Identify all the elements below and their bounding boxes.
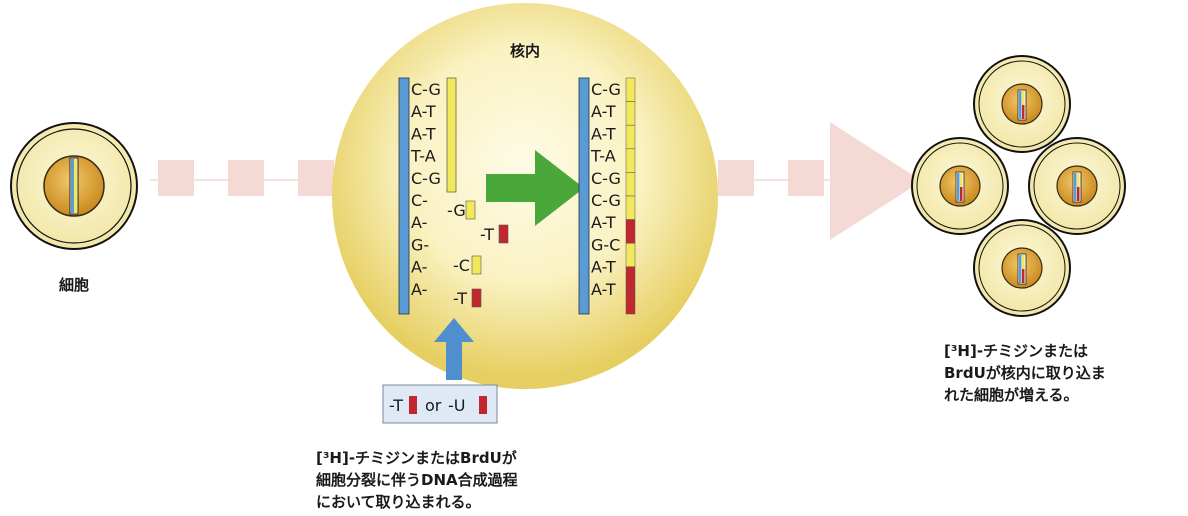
new-strand-segment xyxy=(625,124,636,150)
daughter-cells xyxy=(911,55,1126,317)
base-pair-label: T-A xyxy=(410,147,436,166)
base-pair-label: A- xyxy=(411,258,427,277)
base-pair-label: A-T xyxy=(591,124,616,143)
new-strand-segment xyxy=(625,77,636,102)
base-pair-label: C-G xyxy=(411,169,441,188)
progress-arrow xyxy=(150,122,940,240)
new-strand-segment xyxy=(625,290,636,315)
base-pair-label: G- xyxy=(411,235,429,254)
base-pair-label: T-A xyxy=(590,147,616,166)
new-strand-segment xyxy=(625,266,636,291)
tag-t-marker xyxy=(409,396,417,414)
nucleotide-marker xyxy=(498,224,509,244)
bottom-note-line-2: 細胞分裂に伴うDNA合成過程 xyxy=(316,471,518,489)
base-pair-label: C- xyxy=(411,191,428,210)
right-note: [³H]-チミジンまたは BrdUが核内に取り込ま れた細胞が増える。 xyxy=(944,342,1111,404)
dna-strand-replicated: C-G A-T A-T T-A C-G C-G A-T G-C A-T A-T xyxy=(578,77,636,315)
base-pair-label: C-G xyxy=(411,80,441,99)
new-strand-segment xyxy=(625,242,636,268)
base-pair-label: G-C xyxy=(591,235,620,254)
right-note-line-1: [³H]-チミジンまたは xyxy=(944,342,1088,360)
base-pair-label: A-T xyxy=(411,124,436,143)
daughter-cell xyxy=(973,55,1071,153)
nucleotide-marker xyxy=(471,288,482,308)
template-strand xyxy=(578,77,590,315)
base-pair-label: C-G xyxy=(591,80,621,99)
new-strand xyxy=(446,77,457,193)
free-nucleotide-label: -C xyxy=(453,256,470,275)
daughter-cell xyxy=(911,137,1009,235)
right-note-line-2: BrdUが核内に取り込ま xyxy=(944,364,1106,382)
nucleus-label: 核内 xyxy=(510,42,540,60)
nucleotide-marker xyxy=(465,200,476,220)
base-pair-label: A-T xyxy=(591,258,616,277)
dna-strand-replicating: C-G A-T A-T T-A C-G C- A- G- A- A- xyxy=(398,77,457,315)
base-pair-label: A-T xyxy=(591,213,616,232)
bottom-note-line-1: [³H]-チミジンまたはBrdUが xyxy=(316,449,518,467)
cell-label: 細胞 xyxy=(59,276,89,294)
source-cell xyxy=(10,122,138,250)
replication-arrow xyxy=(486,150,584,226)
bottom-note-line-3: において取り込まれる。 xyxy=(316,493,481,511)
new-strand-segment xyxy=(625,172,636,197)
tag-u-marker xyxy=(479,396,487,414)
free-nucleotide-label: -G xyxy=(447,201,466,220)
nucleotide-marker xyxy=(471,255,482,275)
base-pair-label: A-T xyxy=(591,102,616,121)
new-strand-segment xyxy=(625,219,636,244)
nucleotide-tag: -T or -U xyxy=(382,384,498,424)
base-pair-label: A-T xyxy=(411,102,436,121)
base-pair-label: C-G xyxy=(591,169,621,188)
bottom-note: [³H]-チミジンまたはBrdUが 細胞分裂に伴うDNA合成過程 において取り込… xyxy=(316,449,523,511)
base-pair-label: A- xyxy=(411,280,427,299)
free-nucleotide-label: -T xyxy=(453,289,467,308)
new-strand-segment xyxy=(625,195,636,220)
new-strand-segment xyxy=(625,148,636,173)
free-nucleotides: -G -T -C -T xyxy=(447,200,509,308)
uptake-arrow xyxy=(434,318,474,380)
daughter-cell xyxy=(973,219,1071,317)
base-pair-label: C-G xyxy=(591,191,621,210)
tag-or-label: or xyxy=(425,396,442,415)
free-nucleotide-label: -T xyxy=(480,225,494,244)
base-pair-label: A-T xyxy=(591,280,616,299)
base-pair-label: A- xyxy=(411,213,427,232)
new-strand-segment xyxy=(625,101,636,126)
tag-t-label: -T xyxy=(389,396,403,415)
right-note-line-3: れた細胞が増える。 xyxy=(944,386,1079,404)
daughter-cell xyxy=(1028,137,1126,235)
template-strand xyxy=(398,77,410,315)
tag-u-label: -U xyxy=(448,396,465,415)
